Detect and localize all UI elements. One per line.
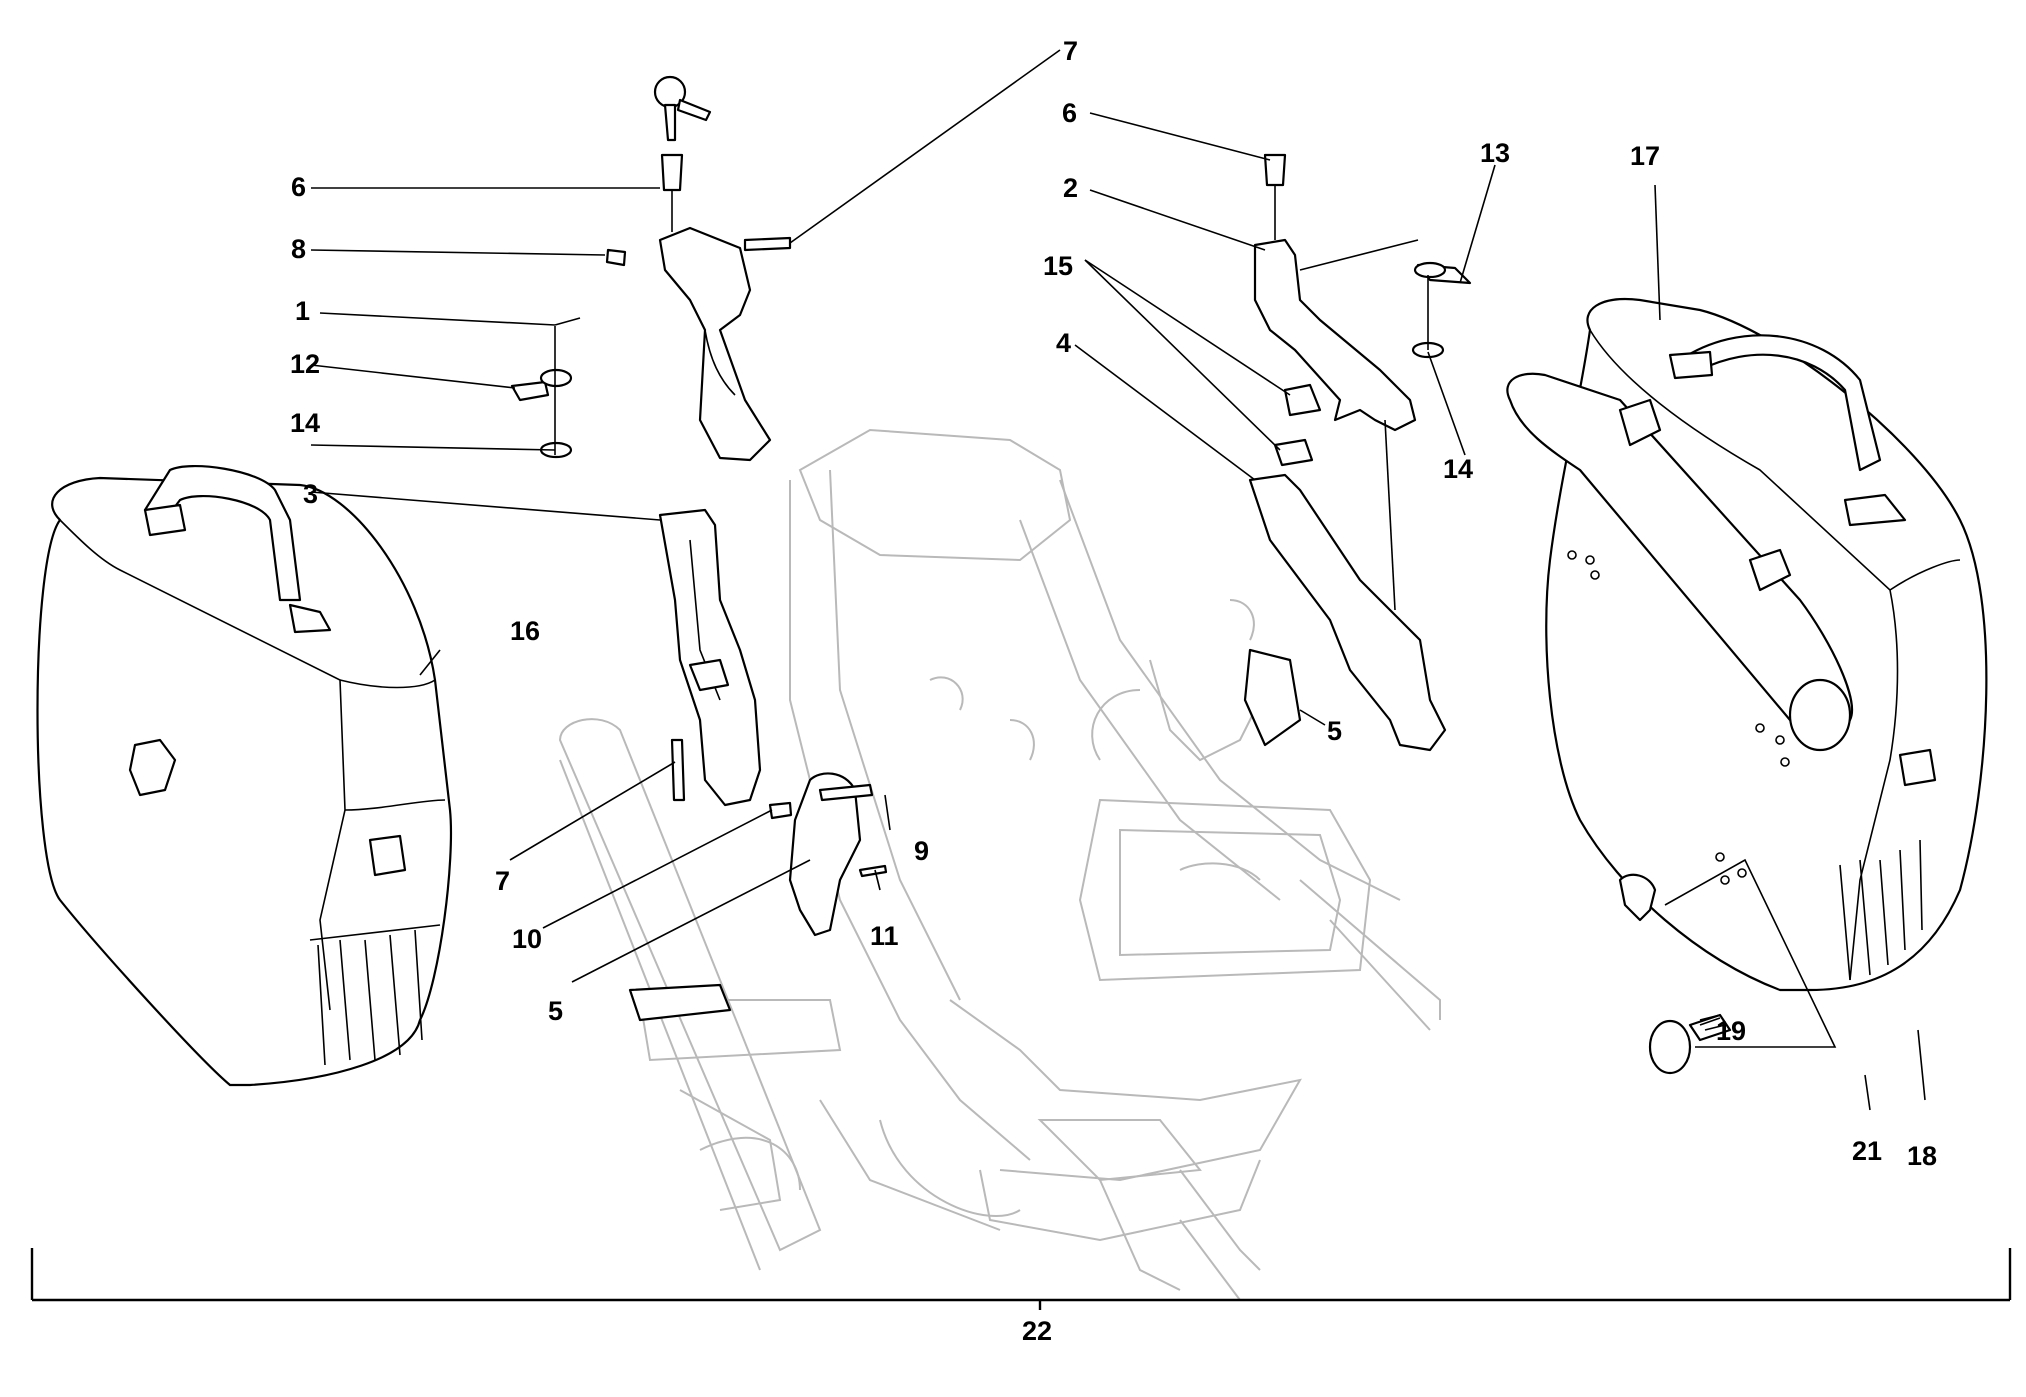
motorcycle-frame [558,428,1441,1301]
callout-7a: 7 [1063,36,1078,66]
left-upper-bracket [658,226,772,462]
callout-10: 10 [512,924,542,954]
left-lower-bracket [658,508,762,807]
callout-16: 16 [510,616,540,646]
left-lock-cylinder [660,153,684,232]
left-small-parts [510,236,792,459]
callout-5a: 5 [548,996,563,1026]
callout-6a: 6 [291,172,306,202]
callout-21: 21 [1852,1136,1882,1166]
left-lower-hardware [628,738,888,1022]
callout-14b: 14 [1443,454,1473,484]
callout-19: 19 [1716,1016,1746,1046]
callout-11: 11 [870,921,899,951]
callout-2: 2 [1063,173,1078,203]
callout-22: 22 [1022,1316,1052,1346]
right-side-hardware [1648,1013,1732,1075]
callout-8: 8 [291,234,306,264]
callout-1: 1 [295,296,310,326]
callout-4: 4 [1056,328,1071,358]
callout-17: 17 [1630,141,1660,171]
right-upper-bracket [1253,238,1417,432]
callout-14a: 14 [290,408,320,438]
kit-bracket-22 [30,1248,2012,1310]
callout-labels: 1 2 3 4 5 5 6 6 7 7 8 9 10 11 12 13 14 1… [290,36,1937,1346]
callout-6b: 6 [1062,98,1077,128]
right-saddlebag [1506,297,1988,992]
callout-9: 9 [914,836,929,866]
callout-3: 3 [303,479,318,509]
leader-lines [310,49,1926,1111]
callout-7b: 7 [495,866,510,896]
callout-12: 12 [290,349,320,379]
right-lower-bracket [1248,419,1447,752]
right-foot-plate [1243,648,1302,747]
callout-13: 13 [1480,138,1510,168]
right-lock-cylinder [1263,153,1287,240]
callout-15: 15 [1043,251,1073,281]
left-lock-key [653,75,712,142]
left-saddlebag [36,464,453,1087]
callout-18: 18 [1907,1141,1937,1171]
right-small-parts [1273,261,1472,467]
callout-5b: 5 [1327,716,1342,746]
